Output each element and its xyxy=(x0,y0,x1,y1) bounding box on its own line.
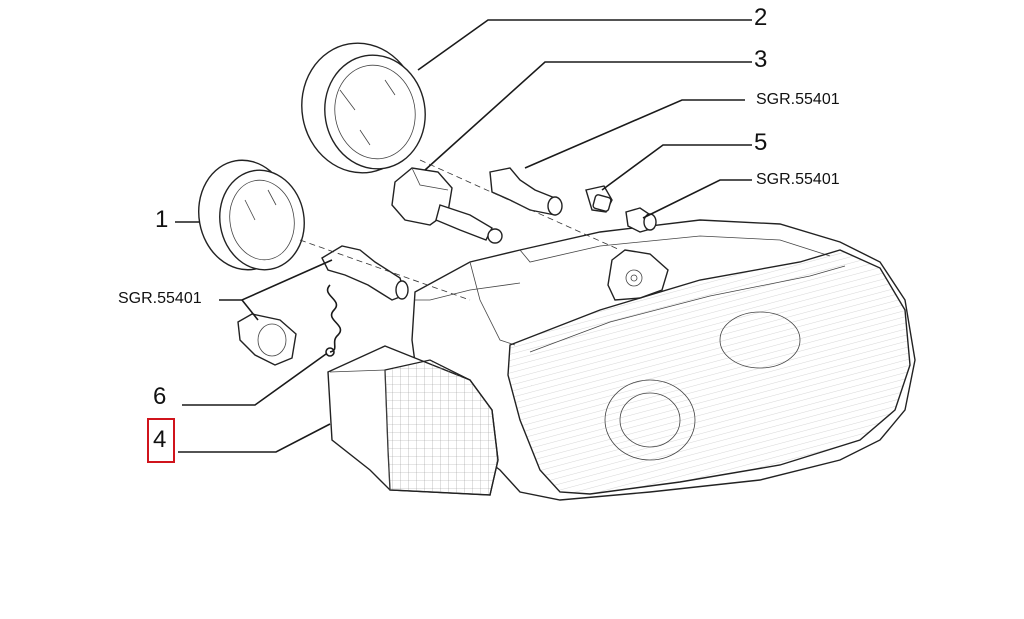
connector-socket xyxy=(391,167,503,244)
callout-sgr-upper: SGR.55401 xyxy=(756,91,840,108)
small-bulb-sgr xyxy=(625,207,657,233)
leader-sgr2 xyxy=(642,179,752,219)
leader-2 xyxy=(417,19,752,71)
lamp-ring-small xyxy=(198,159,305,271)
callout-3: 3 xyxy=(754,46,768,73)
callout-sgr-lower: SGR.55401 xyxy=(118,290,202,307)
small-wedge-bulb xyxy=(237,313,297,366)
callout-4: 4 xyxy=(153,426,167,453)
spring-clip xyxy=(325,284,342,357)
small-bulb-5 xyxy=(585,185,613,213)
callout-2: 2 xyxy=(754,4,768,31)
headlamp-lens xyxy=(507,249,911,495)
leader-4 xyxy=(178,423,331,453)
leader-sgr1 xyxy=(524,99,745,169)
callout-4-highlight-box xyxy=(147,418,175,463)
leader-6 xyxy=(182,353,327,406)
callout-sgr-middle: SGR.55401 xyxy=(756,171,840,188)
mounting-boss xyxy=(607,249,669,301)
bulb-upper xyxy=(489,167,563,216)
side-indicator-lamp xyxy=(327,345,499,496)
lamp-ring-large xyxy=(301,42,426,174)
callout-1: 1 xyxy=(155,206,169,233)
bulb-lower-h xyxy=(321,245,409,301)
leader-sgr3-branch xyxy=(241,299,259,321)
leader-3 xyxy=(424,61,752,171)
leader-5 xyxy=(601,144,752,191)
leader-lines xyxy=(175,19,752,453)
assembly-axes xyxy=(299,159,621,301)
callout-6: 6 xyxy=(153,383,167,410)
callout-5: 5 xyxy=(754,129,768,156)
